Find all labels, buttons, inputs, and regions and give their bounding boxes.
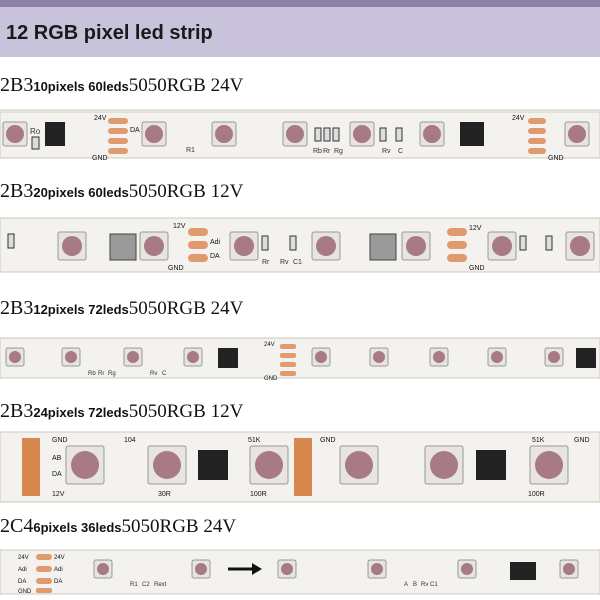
section-4-label: 2B324pixels 72leds5050RGB 12V xyxy=(0,400,243,424)
pcb-label: 30R xyxy=(158,491,171,498)
header-band: 12 RGB pixel led strip xyxy=(0,7,600,57)
ic-code: 2B3 xyxy=(0,297,34,319)
direction-arrow-icon xyxy=(228,563,262,575)
pcb-label: 12V xyxy=(173,223,186,230)
page-title: 12 RGB pixel led strip xyxy=(6,22,213,44)
pcb-label: Ro xyxy=(30,127,41,136)
pcb-label: Rext xyxy=(154,582,167,588)
pixel-count: 6pixels 36leds xyxy=(33,520,122,535)
pcb-label: 51K xyxy=(532,437,545,444)
pcb-label: Rr xyxy=(98,371,104,377)
pcb-label: 24V xyxy=(54,555,65,561)
pcb-label: Rv xyxy=(421,582,428,588)
led-spec: 5050RGB 12V xyxy=(128,181,244,202)
pixel-count: 20pixels 60leds xyxy=(33,185,129,200)
ic-code: 2B3 xyxy=(0,400,34,422)
strip-1-graphic: Ro 24V DA GND R1 Rb Rr Rg Rv C 24V GND xyxy=(0,109,600,162)
led-strip-4: GND AB DA 12V 104 51K 30R 100R GND 51K 1… xyxy=(0,430,600,504)
strip-5-graphic: 24V Adi DA GND 24V Adi DA R1 C2 Rext A B… xyxy=(0,549,600,595)
pcb-label: C xyxy=(162,371,167,377)
pcb-label: 12V xyxy=(52,491,65,498)
top-accent-bar xyxy=(0,0,600,7)
ic-code: 2C4 xyxy=(0,515,34,537)
pcb-label: Rr xyxy=(323,148,331,155)
pcb-label: GND xyxy=(168,265,184,272)
pcb-label: GND xyxy=(469,265,485,272)
pcb-label: GND xyxy=(18,589,32,595)
ic-code: 2B3 xyxy=(0,180,34,202)
led-strip-5: 24V Adi DA GND 24V Adi DA R1 C2 Rext A B… xyxy=(0,548,600,596)
strip-2-graphic: 12V Adi DA GND Rr Rv C1 12V GND xyxy=(0,217,600,273)
pcb-label: Adi xyxy=(54,567,63,573)
pixel-count: 24pixels 72leds xyxy=(33,405,129,420)
pcb-label: Rv xyxy=(382,148,391,155)
pixel-count: 10pixels 60leds xyxy=(33,79,129,94)
pcb-label: GND xyxy=(264,376,278,382)
section-2-label: 2B320pixels 60leds5050RGB 12V xyxy=(0,180,243,204)
pcb-label: GND xyxy=(548,155,564,162)
pcb-label: 100R xyxy=(250,491,267,498)
pcb-label: 24V xyxy=(264,342,275,348)
pcb-label: AB xyxy=(52,455,62,462)
ic-code: 2B3 xyxy=(0,74,34,96)
pcb-label: Rr xyxy=(262,259,270,266)
pcb-label: 24V xyxy=(94,115,107,122)
pcb-label: GND xyxy=(92,155,108,162)
pcb-label: 24V xyxy=(512,115,525,122)
pcb-label: R1 xyxy=(186,147,195,154)
pcb-label: C1 xyxy=(293,259,302,266)
section-5-label: 2C46pixels 36leds5050RGB 24V xyxy=(0,515,236,539)
pcb-label: C2 xyxy=(142,582,150,588)
pcb-label: DA xyxy=(210,253,220,260)
pcb-label: Adi xyxy=(18,567,27,573)
section-1-label: 2B310pixels 60leds5050RGB 24V xyxy=(0,74,243,98)
led-spec: 5050RGB 24V xyxy=(128,298,244,319)
pcb-label: 24V xyxy=(18,555,29,561)
pcb-label: 100R xyxy=(528,491,545,498)
pcb-label: GND xyxy=(574,437,590,444)
pcb-label: GND xyxy=(320,437,336,444)
pcb-label: DA xyxy=(54,579,62,585)
pcb-label: Rv xyxy=(280,259,289,266)
strip-3-graphic: Rb Rr Rg Rv C 24V GND xyxy=(0,337,600,382)
pcb-label: B xyxy=(413,582,417,588)
led-strip-3: Rb Rr Rg Rv C 24V GND xyxy=(0,334,600,382)
pcb-label: Rv xyxy=(150,371,157,377)
pcb-label: DA xyxy=(52,471,62,478)
pcb-label: 51K xyxy=(248,437,261,444)
pcb-label: C xyxy=(398,148,403,155)
pcb-label: DA xyxy=(130,127,140,134)
led xyxy=(2,121,28,147)
led-strip-1: Ro 24V DA GND R1 Rb Rr Rg Rv C 24V GND xyxy=(0,106,600,162)
led-spec: 5050RGB 24V xyxy=(128,75,244,96)
pixel-count: 12pixels 72leds xyxy=(33,302,129,317)
section-3-label: 2B312pixels 72leds5050RGB 24V xyxy=(0,297,243,321)
pcb-label: Rg xyxy=(108,371,116,377)
pcb-label: Rb xyxy=(313,148,322,155)
led-spec: 5050RGB 12V xyxy=(128,401,244,422)
strip-4-graphic: GND AB DA 12V 104 51K 30R 100R GND 51K 1… xyxy=(0,431,600,503)
pcb-label: Rb xyxy=(88,371,96,377)
pcb-label: 104 xyxy=(124,437,136,444)
pcb-label: A xyxy=(404,582,408,588)
led-spec: 5050RGB 24V xyxy=(121,516,237,537)
pcb-label: Rg xyxy=(334,148,343,155)
pcb-label: GND xyxy=(52,437,68,444)
pcb-label: 12V xyxy=(469,225,482,232)
led-strip-2: 12V Adi DA GND Rr Rv C1 12V GND xyxy=(0,214,600,274)
pcb-label: Adi xyxy=(210,239,221,246)
pcb-label: R1 xyxy=(130,582,138,588)
pcb-label: C1 xyxy=(430,582,438,588)
pcb-label: DA xyxy=(18,579,26,585)
